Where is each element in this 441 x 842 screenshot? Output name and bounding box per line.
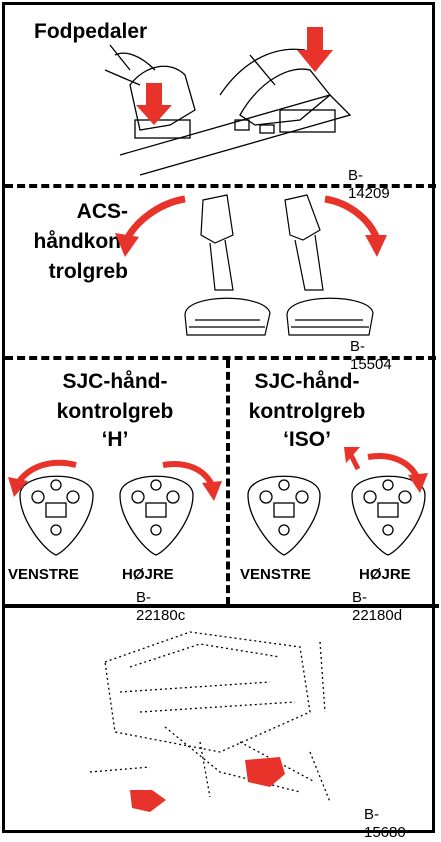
acs-title-line1: ACS- [54,200,128,224]
sjc-h-title-line2: kontrolgreb [10,400,220,424]
foot-pedal-illustration [100,25,360,170]
acs-title-line2: håndkon- [8,230,128,254]
sjc-h-title-line1: SJC-hånd- [10,370,220,394]
sjc-h-right-label: HØJRE [122,566,174,584]
sjc-iso-right-label: HØJRE [359,566,411,584]
acs-code: B-15504 [350,338,392,374]
joystick-illustration [125,195,395,345]
sjc-h-left-label: VENSTRE [8,566,79,584]
acs-title-line3: trolgreb [8,260,128,284]
sjc-h-code: B-22180c [136,589,185,625]
sjc-iso-title-line2: kontrolgreb [232,400,382,424]
sjc-iso-illustration [240,445,440,560]
sjc-iso-left-label: VENSTRE [240,566,311,584]
sjc-h-title-line3: ‘H’ [10,428,220,452]
machine-illustration [70,622,370,812]
sjc-iso-title-line1: SJC-hånd- [232,370,382,394]
sjc-h-illustration [8,455,223,560]
divider-dashed-vertical [226,360,230,605]
sjc-iso-code: B-22180d [352,589,402,625]
